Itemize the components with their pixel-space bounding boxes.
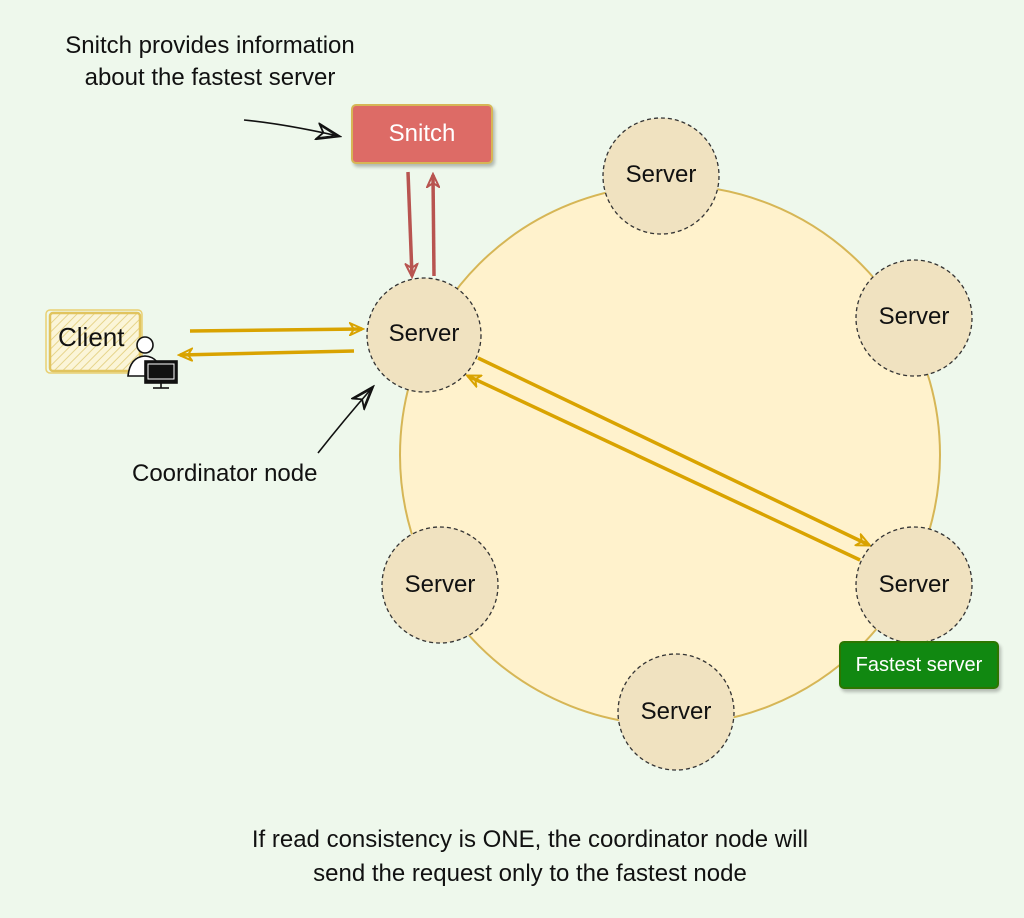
client-to-coordinator-arrow bbox=[189, 329, 362, 331]
bottom-caption-line-1: If read consistency is ONE, the coordina… bbox=[251, 826, 809, 853]
server-label-coordinator: Server bbox=[388, 320, 460, 347]
coordinator-to-snitch-arrow bbox=[433, 175, 434, 277]
server-label-bottom: Server bbox=[640, 698, 712, 725]
coordinator-to-client-arrow bbox=[180, 351, 355, 355]
client-label[interactable]: Client bbox=[58, 322, 125, 352]
coordinator-pointer-arrow bbox=[317, 388, 372, 454]
server-node-upper-right[interactable] bbox=[855, 259, 973, 377]
server-node-top[interactable] bbox=[602, 117, 720, 235]
snitch-info-line-2: about the fastest server bbox=[84, 64, 336, 91]
server-label-fastest: Server bbox=[878, 571, 950, 598]
server-node-fastest[interactable] bbox=[855, 526, 973, 644]
server-node-coordinator[interactable] bbox=[366, 277, 482, 393]
snitch-info-line-1: Snitch provides information bbox=[65, 32, 355, 59]
server-node-bottom[interactable] bbox=[617, 653, 735, 771]
snitch-pointer-arrow bbox=[243, 119, 338, 136]
snitch-to-coordinator-arrow bbox=[408, 171, 412, 276]
fastest-server-label: Fastest server bbox=[855, 653, 983, 676]
snitch-info-caption: Snitch provides information about the fa… bbox=[20, 30, 400, 94]
server-node-left[interactable] bbox=[381, 526, 499, 644]
fastest-server-badge: Fastest server bbox=[839, 641, 999, 689]
snitch-box[interactable]: Snitch bbox=[351, 104, 493, 164]
coordinator-to-fastest-arrow bbox=[477, 356, 869, 547]
server-label-top: Server bbox=[625, 161, 697, 188]
fastest-to-coordinator-arrow bbox=[468, 374, 861, 562]
server-label-upper-right: Server bbox=[878, 303, 950, 330]
bottom-caption-line-2: send the request only to the fastest nod… bbox=[313, 860, 747, 887]
user-computer-icon bbox=[127, 336, 178, 389]
snitch-label: Snitch bbox=[388, 120, 456, 147]
coordinator-caption: Coordinator node bbox=[132, 460, 318, 487]
server-label-left: Server bbox=[404, 571, 476, 598]
bottom-caption: If read consistency is ONE, the coordina… bbox=[180, 823, 880, 891]
